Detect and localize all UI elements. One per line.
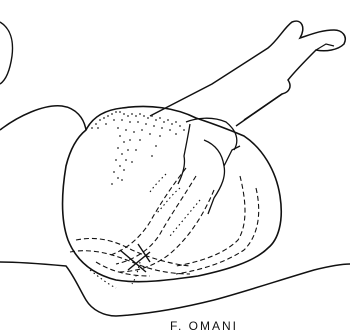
- dashed-internal-lines: [70, 168, 259, 276]
- stipple-shading: [91, 111, 185, 185]
- arm-upper-outline: [150, 21, 345, 120]
- arm-lower-outline: [236, 94, 282, 126]
- main-mass-outline: [63, 106, 282, 281]
- upper-left-loop-outline: [0, 22, 13, 84]
- base-tail-outline: [116, 264, 350, 316]
- arm-notch-outline: [316, 44, 334, 50]
- body-lower-outline: [0, 262, 116, 316]
- figure-caption: F. OMANI: [170, 318, 250, 334]
- body-upper-outline: [0, 106, 86, 130]
